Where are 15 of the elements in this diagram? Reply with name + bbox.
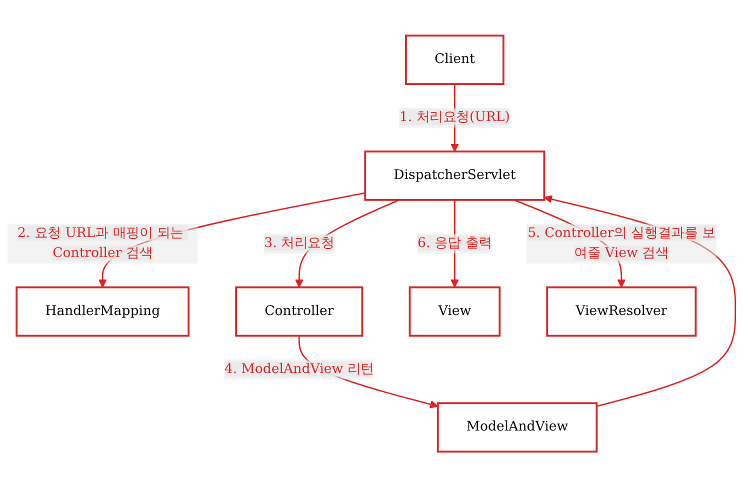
arrow xyxy=(544,194,736,407)
edge-label: 2. 요청 URL과 매핑이 되는 Controller 검색 xyxy=(17,225,184,261)
node-box: Client xyxy=(405,34,504,85)
edge-label: 3. 처리요청 xyxy=(264,235,334,251)
edge-label: 1. 처리요청(URL) xyxy=(399,110,510,125)
arrow xyxy=(98,192,366,288)
node-box: DispatcherServlet xyxy=(364,150,546,201)
edge-label: 4. ModelAndView 리턴 xyxy=(224,361,374,376)
node-box: View xyxy=(408,286,501,337)
node-box: Controller xyxy=(235,286,364,337)
node-box: ModelAndView xyxy=(436,402,598,452)
edge-label: 5. Controller의 실행결과를 보여줄 View 검색 xyxy=(528,225,716,261)
edge-label: 6. 응답 출력 xyxy=(418,235,492,251)
node-box: HandlerMapping xyxy=(16,286,190,337)
node-box: ViewResolver xyxy=(546,286,697,337)
